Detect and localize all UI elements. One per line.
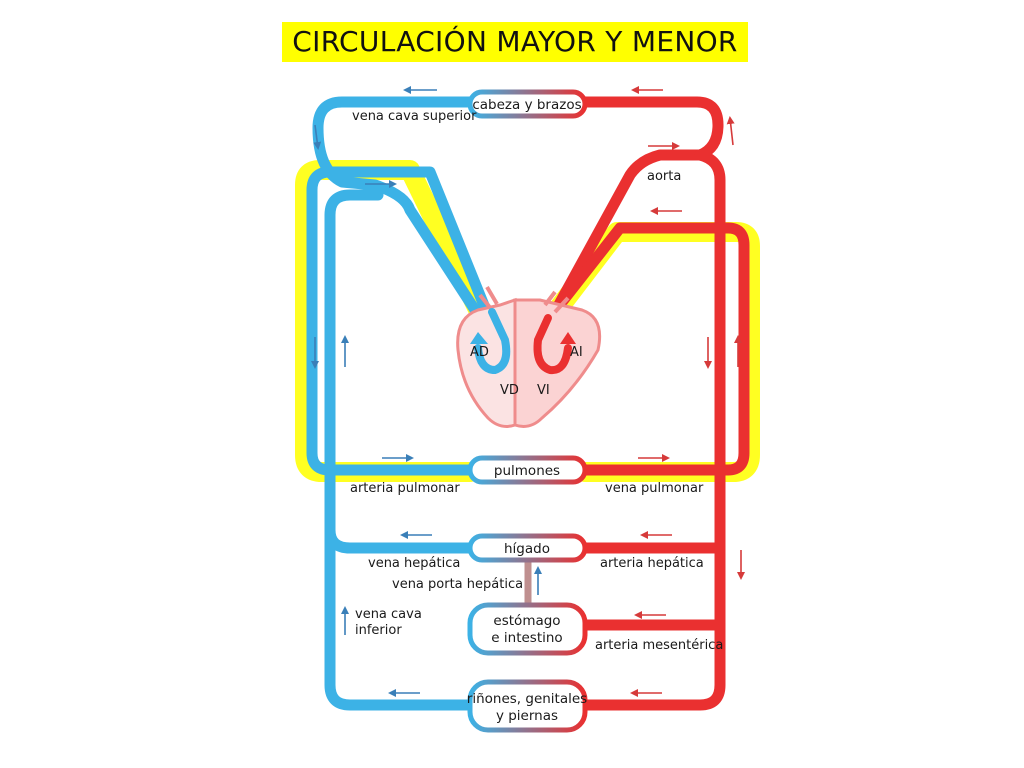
heart: AD AI VD VI [456,285,602,428]
flow-arrow [726,116,735,146]
heart-left-side [513,298,602,428]
vessel-labels: vena cava superior aorta arteria pulmona… [350,109,723,653]
kidneys-label-line1: riñones, genitales [467,691,587,707]
lungs-capsule [467,455,588,485]
inferior-vena-cava-vessel [324,524,476,711]
kidneys-label-line2: y piernas [496,708,558,724]
kidneys-capsule [467,679,588,733]
right-heart-arrow [474,308,511,375]
portal-vein-label: vena porta hepática [392,577,523,592]
mesenteric-artery-label: arteria mesentérica [595,638,723,653]
left-ventricle-label: VI [537,383,550,398]
aorta-vessel [539,96,724,336]
head-arms-capsule [467,89,588,119]
inferior-vena-cava-label-line1: vena cava [355,607,422,622]
pulmonary-vein-label: vena pulmonar [605,481,704,496]
hepatic-artery-label: arteria hepática [600,556,704,571]
superior-vena-cava-vessel [312,96,494,336]
right-ventricle-label: VD [500,383,519,398]
left-atrium-label: AI [570,345,583,360]
hepatic-vein-label: vena hepática [368,556,460,571]
flow-arrow [313,124,322,150]
lungs-label: pulmones [494,463,560,479]
right-atrium-label: AD [470,345,489,360]
stomach-label-line1: estómago [493,613,560,629]
superior-vena-cava-label: vena cava superior [352,109,477,124]
pulmonary-artery-vessel [306,166,504,476]
liver-capsule [467,533,588,563]
liver-label: hígado [504,541,550,557]
pulmonary-vein-vessel [534,222,750,476]
inferior-vena-cava-label-line2: inferior [355,623,402,638]
organ-capsules: cabeza y brazos pulmones hígado estómago… [467,89,588,733]
stomach-capsule [467,602,588,656]
venous-vessels [306,96,532,711]
arterial-vessels [534,96,750,711]
flow-arrows [311,86,745,697]
pulmonary-artery-label: arteria pulmonar [350,481,460,496]
aorta-label: aorta [647,169,681,184]
diagram-title: CIRCULACIÓN MAYOR Y MENOR [282,22,748,62]
head-arms-label: cabeza y brazos [472,97,581,113]
left-heart-arrow [533,314,572,375]
stomach-label-line2: e intestino [491,630,562,646]
